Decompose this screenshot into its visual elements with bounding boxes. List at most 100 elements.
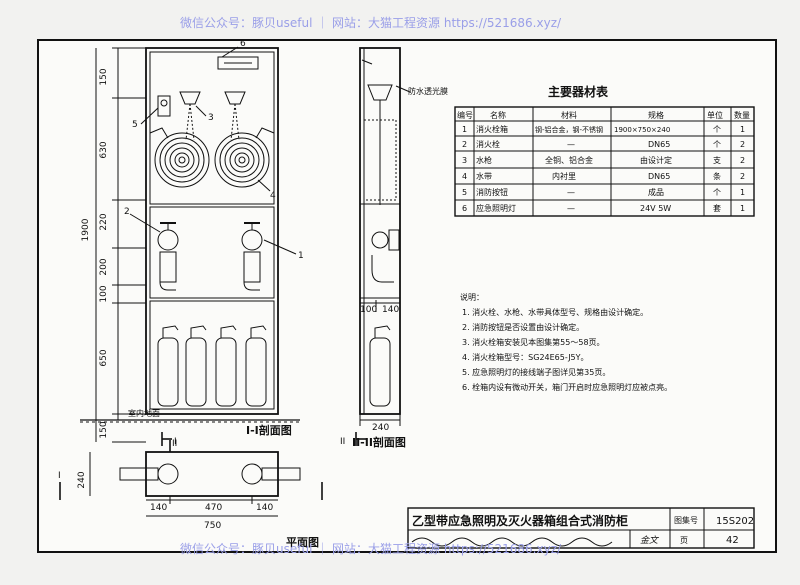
r4-mat: 内衬里 xyxy=(552,171,576,181)
r5-unit: 个 xyxy=(713,188,721,197)
side-view-labels: 防水透光膜 100 140 240 II II-II剖面图 xyxy=(340,86,448,449)
hydrant-valve-icon-left xyxy=(157,222,179,291)
front-view-title: I-I剖面图 xyxy=(246,423,292,437)
r6-qty: 1 xyxy=(740,204,745,213)
r1-spec: 1900×750×240 xyxy=(614,126,670,134)
dim-plan-240: 240 xyxy=(77,471,87,488)
r5-mat: — xyxy=(567,188,575,197)
callout-1: 1 xyxy=(298,251,304,261)
material-table xyxy=(454,106,755,217)
dim-plan-140-right: 140 xyxy=(256,503,273,513)
r6-spec: 24V 5W xyxy=(640,204,671,213)
nozzle-icon-right xyxy=(224,91,246,105)
signature-text: 金文 xyxy=(640,535,660,546)
section-mark-plan-2: II xyxy=(172,439,177,449)
r2-name: 消火栓 xyxy=(476,139,500,149)
r1-name: 消火栓箱 xyxy=(476,124,508,134)
fire-extinguisher-icon-3 xyxy=(215,325,237,407)
atlas-label: 图集号 xyxy=(674,515,698,525)
dim-200: 200 xyxy=(99,258,109,275)
r2-mat: — xyxy=(567,140,575,149)
r1-no: 1 xyxy=(462,125,467,134)
r1-qty: 1 xyxy=(740,125,745,134)
front-view xyxy=(80,46,300,446)
dim-side-100: 100 xyxy=(360,305,377,315)
plan-hydrant-icon-left xyxy=(119,463,179,485)
fire-extinguisher-icon-2 xyxy=(185,325,207,407)
dim-220: 220 xyxy=(99,213,109,230)
fire-button-icon xyxy=(157,95,171,117)
th-no: 编号 xyxy=(457,110,473,120)
section-mark-plan-1: I xyxy=(58,471,61,481)
callout-4: 4 xyxy=(270,191,276,201)
membrane-label: 防水透光膜 xyxy=(408,86,448,96)
r2-unit: 个 xyxy=(713,140,721,149)
dim-150-top: 150 xyxy=(99,68,109,85)
r6-mat: — xyxy=(567,204,575,213)
page-label: 页 xyxy=(680,536,688,545)
dim-100: 100 xyxy=(99,285,109,302)
r4-no: 4 xyxy=(462,172,467,181)
hydrant-valve-icon-right xyxy=(241,222,263,291)
table-title: 主要器材表 xyxy=(548,84,609,99)
r3-mat: 全铜、铝合金 xyxy=(545,155,593,165)
dim-side-140: 140 xyxy=(382,305,399,315)
dim-1900: 1900 xyxy=(81,218,91,241)
dim-630: 630 xyxy=(99,141,109,158)
r3-name: 水枪 xyxy=(476,155,492,165)
plan-view-title: 平面图 xyxy=(286,536,319,549)
note-1: 1. 消火栓、水枪、水带具体型号、规格由设计确定。 xyxy=(462,307,648,317)
r2-qty: 2 xyxy=(740,140,745,149)
th-unit: 单位 xyxy=(707,110,723,120)
plan-view xyxy=(59,440,323,517)
plan-view-labels: 240 140 470 140 750 I II 平面图 xyxy=(58,439,319,549)
watermark-bottom: 微信公众号：豚贝useful ｜ 网站：大猫工程资源 https://52168… xyxy=(180,542,562,556)
section-mark-front: I xyxy=(174,437,177,447)
r3-qty: 2 xyxy=(740,156,745,165)
front-view-labels: 150 630 220 200 100 650 150 1900 6 5 3 4… xyxy=(81,39,304,447)
r2-spec: DN65 xyxy=(648,140,670,149)
nozzle-icon-left xyxy=(179,91,201,105)
callout-3: 3 xyxy=(208,113,214,123)
side-extinguisher-icon xyxy=(369,325,391,407)
dim-plan-470: 470 xyxy=(205,503,222,513)
r3-spec: 由设计定 xyxy=(640,155,672,165)
page-number: 42 xyxy=(726,535,739,546)
r1-mat: 钢-铝合金，钢-不锈钢 xyxy=(535,125,603,134)
title-block-text: 乙型带应急照明及灭火器箱组合式消防柜 图集号 15S202 页 42 金文 xyxy=(412,513,754,546)
notes-heading: 说明： xyxy=(460,292,484,302)
r1-unit: 个 xyxy=(713,125,721,134)
side-view-title: II-II剖面图 xyxy=(352,435,406,449)
atlas-number: 15S202 xyxy=(716,516,754,527)
hose-reel-icon-right xyxy=(214,132,270,188)
side-hydrant-icon xyxy=(371,229,400,283)
notes: 说明： 1. 消火栓、水枪、水带具体型号、规格由设计确定。 2. 消防按钮是否设… xyxy=(460,292,672,392)
hose-reel-icon-left xyxy=(154,132,210,188)
signature-scribble-icon xyxy=(411,537,613,547)
dim-150-bottom: 150 xyxy=(99,421,109,438)
watermark-top: 微信公众号：豚贝useful ｜ 网站：大猫工程资源 https://52168… xyxy=(180,16,562,30)
note-3: 3. 消火栓箱安装见本图集第55～58页。 xyxy=(462,337,605,347)
th-material: 材料 xyxy=(561,110,577,120)
callout-6: 6 xyxy=(240,39,246,49)
th-spec: 规格 xyxy=(648,110,664,120)
r4-unit: 条 xyxy=(713,171,721,181)
r4-qty: 2 xyxy=(740,172,745,181)
drawing-title: 乙型带应急照明及灭火器箱组合式消防柜 xyxy=(412,513,628,528)
callout-5: 5 xyxy=(132,120,138,130)
r3-unit: 支 xyxy=(713,155,721,165)
dim-plan-750: 750 xyxy=(204,521,221,531)
r4-spec: DN65 xyxy=(648,172,670,181)
r6-name: 应急照明灯 xyxy=(476,203,516,213)
dim-650: 650 xyxy=(99,349,109,366)
r4-name: 水带 xyxy=(476,171,492,181)
th-name: 名称 xyxy=(490,110,506,120)
material-table-text: 编号 名称 材料 规格 单位 数量 1 消火栓箱 钢-铝合金，钢-不锈钢 190… xyxy=(457,110,750,213)
r6-unit: 套 xyxy=(713,203,721,213)
th-qty: 数量 xyxy=(734,110,750,120)
r5-name: 消防按钮 xyxy=(476,187,508,197)
r5-qty: 1 xyxy=(740,188,745,197)
fire-extinguisher-icon-1 xyxy=(157,325,179,407)
r5-spec: 成品 xyxy=(648,187,664,197)
